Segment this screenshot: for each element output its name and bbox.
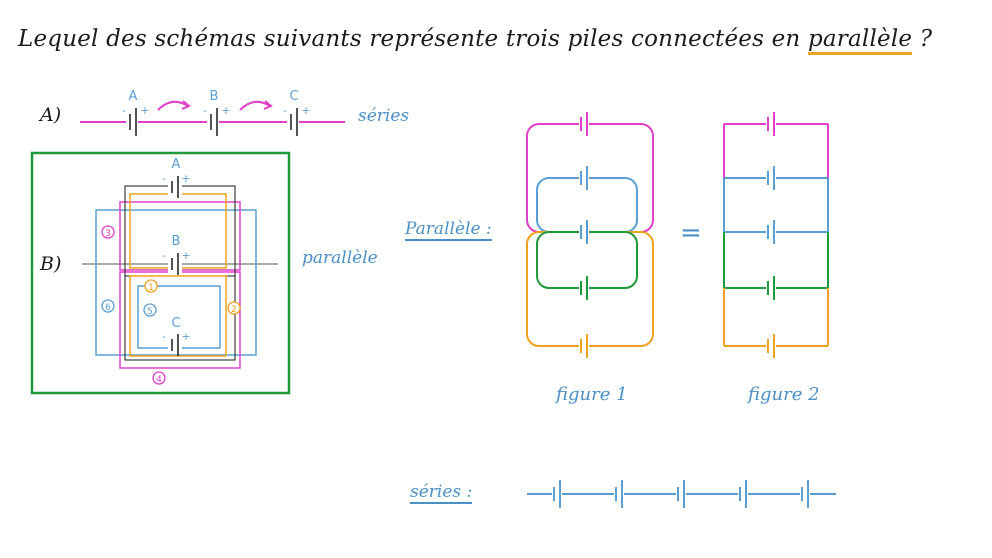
option-b-type-label: parallèle xyxy=(302,248,378,268)
figure-1-battery-4 xyxy=(579,276,589,300)
loop-number-4: 4 xyxy=(152,371,166,385)
battery-plus: + xyxy=(181,330,190,343)
battery-minus: - xyxy=(122,104,126,117)
option-a-type-label: séries xyxy=(358,106,410,126)
battery-plus: + xyxy=(221,104,230,117)
option-b-label: B) xyxy=(40,253,62,275)
battery-plus: + xyxy=(301,104,310,117)
figure-2-battery-2 xyxy=(766,166,776,190)
loop-6 xyxy=(95,209,257,356)
battery-minus: - xyxy=(162,172,166,185)
battery-plus: + xyxy=(140,104,149,117)
loop-number-3: 3 xyxy=(101,225,115,239)
figure-2-battery-4 xyxy=(766,276,776,300)
parallel-label: Parallèle : xyxy=(405,219,492,241)
figure-2-battery-5 xyxy=(766,334,776,358)
option-a-battery-a: A - + xyxy=(122,89,150,136)
battery-minus: - xyxy=(283,104,287,117)
figure-2-battery-3 xyxy=(766,220,776,244)
loop-number-6: 6 xyxy=(101,299,115,313)
option-b-battery-a: A - + xyxy=(162,157,191,198)
figure-2-label: figure 2 xyxy=(748,384,820,405)
battery-minus: - xyxy=(162,330,166,343)
option-b-battery-b: B - + xyxy=(162,234,191,275)
battery-minus: - xyxy=(162,249,166,262)
option-a-label: A) xyxy=(40,104,62,126)
figure-1-label: figure 1 xyxy=(556,384,628,405)
figure-1-battery-5 xyxy=(579,334,589,358)
series-strip xyxy=(527,480,836,508)
option-b-diagram: A - + B - + C - + 1 2 xyxy=(30,151,291,395)
option-a-series-diagram: A - + B - + C - + xyxy=(80,89,345,136)
option-a-battery-c-name: C xyxy=(289,89,298,104)
option-a-battery-b-name: B xyxy=(210,89,219,104)
option-a-arrow-2 xyxy=(239,100,271,111)
series-battery-3 xyxy=(676,480,686,508)
battery-plus: + xyxy=(181,249,190,262)
option-a-battery-b: B - + xyxy=(203,89,231,136)
question-prefix: Lequel des schémas suivants représente t… xyxy=(18,26,808,52)
option-b-battery-c: C - + xyxy=(162,316,191,356)
svg-text:2: 2 xyxy=(231,305,237,315)
svg-text:1: 1 xyxy=(148,283,154,293)
option-a-battery-a-name: A xyxy=(129,89,138,104)
battery-minus: - xyxy=(203,104,207,117)
series-battery-1 xyxy=(552,480,562,508)
series-battery-2 xyxy=(614,480,624,508)
figure-2-diagram xyxy=(723,112,829,358)
figure-1-battery-2 xyxy=(579,166,589,190)
svg-text:3: 3 xyxy=(105,229,111,239)
option-b-battery-b-name: B xyxy=(172,234,181,249)
series-battery-4 xyxy=(738,480,748,508)
question-suffix: ? xyxy=(912,26,933,52)
loop-number-5: 5 xyxy=(143,303,157,317)
figure-1-battery-1 xyxy=(579,112,589,136)
battery-plus: + xyxy=(181,172,190,185)
svg-text:4: 4 xyxy=(156,375,162,385)
option-a-arrow-1 xyxy=(157,100,189,111)
option-b-battery-a-name: A xyxy=(172,157,181,172)
option-a-battery-c: C - + xyxy=(283,89,311,136)
svg-text:6: 6 xyxy=(105,303,111,313)
question-highlight: parallèle xyxy=(807,26,913,55)
question-title: Lequel des schémas suivants représente t… xyxy=(18,26,933,55)
series-label: séries : xyxy=(410,482,473,504)
option-b-battery-c-name: C xyxy=(171,316,180,331)
svg-text:5: 5 xyxy=(147,307,153,317)
figure-1-diagram xyxy=(526,112,654,358)
figure-1-battery-3 xyxy=(579,220,589,244)
figure-2-battery-1 xyxy=(766,112,776,136)
option-b-answer-frame xyxy=(30,151,291,395)
loop-number-2: 2 xyxy=(227,301,241,315)
equals-sign: = xyxy=(680,218,702,248)
loop-number-1: 1 xyxy=(144,279,158,293)
series-battery-5 xyxy=(800,480,810,508)
